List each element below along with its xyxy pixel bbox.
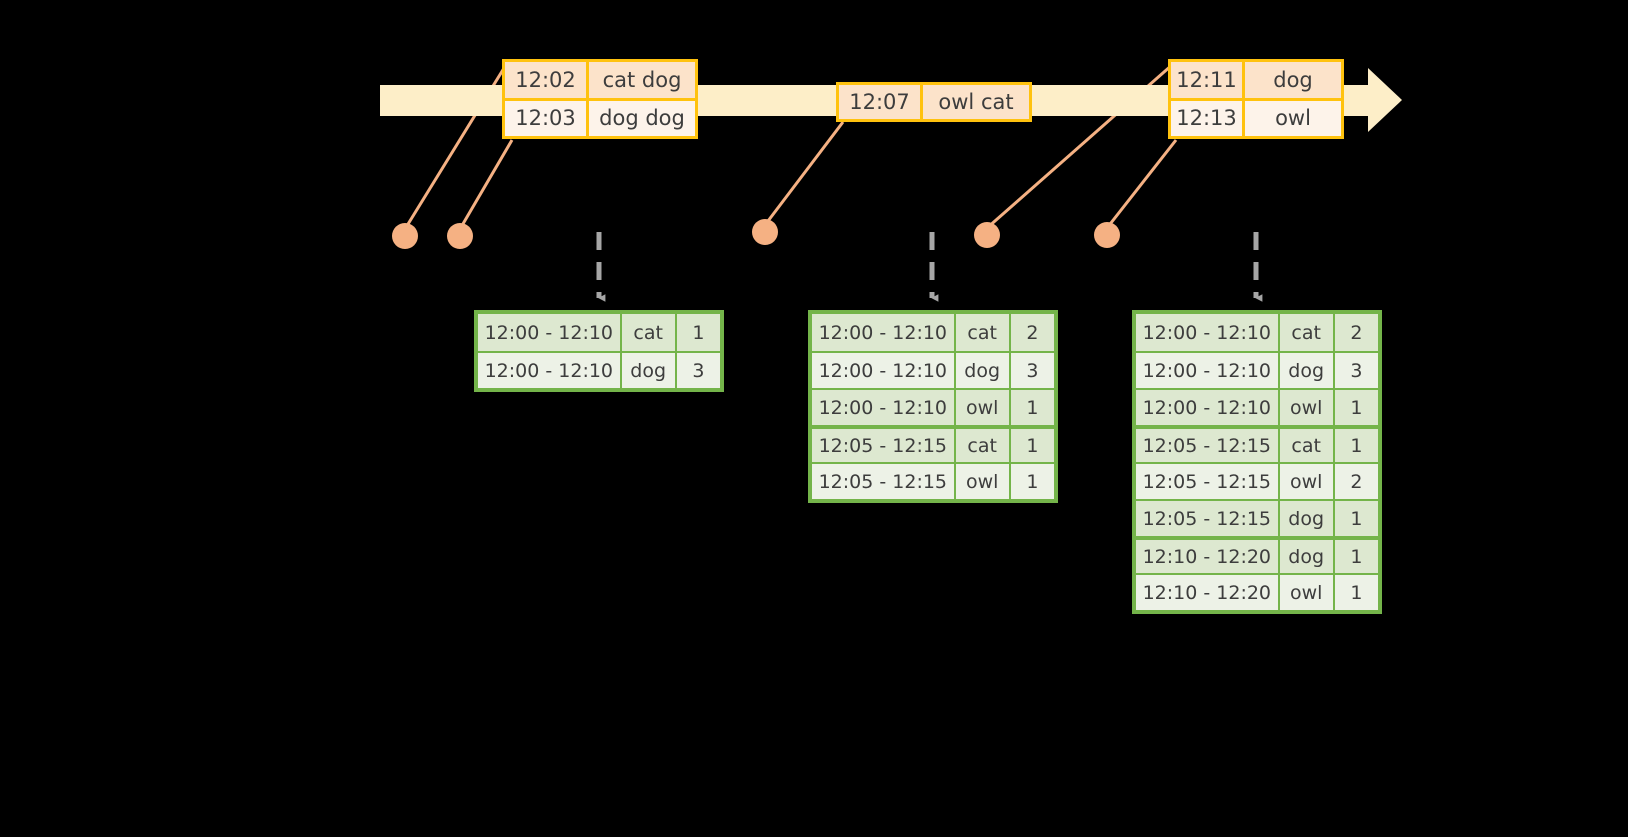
dot-2[interactable] xyxy=(447,223,473,249)
cell-window: 12:00 - 12:10 xyxy=(1136,390,1280,425)
cell-count: 1 xyxy=(692,321,705,344)
cell-count: 1 xyxy=(1350,434,1363,457)
cell-key: owl xyxy=(1280,390,1335,425)
connector-line-3 xyxy=(763,121,845,226)
cell-count: 2 xyxy=(1350,470,1363,493)
cell-window: 12:05 - 12:15 xyxy=(812,464,956,499)
event-box-1[interactable]: 12:02 cat dog 12:03 dog dog xyxy=(502,59,698,139)
cell-count: 1 xyxy=(1026,396,1039,419)
dot-1[interactable] xyxy=(392,223,418,249)
event-row: 12:11 dog xyxy=(1171,62,1341,98)
connector-line-5 xyxy=(1105,139,1178,229)
event-time: 12:03 xyxy=(505,100,589,136)
cell-key: dog xyxy=(1280,501,1335,536)
event-time: 12:07 xyxy=(839,85,923,119)
emission-arrows xyxy=(596,232,1263,302)
cell-key: owl xyxy=(1280,575,1335,610)
cell-window: 12:00 - 12:10 xyxy=(812,390,956,425)
event-words: owl cat xyxy=(938,90,1014,114)
cell-count: 3 xyxy=(1350,359,1363,382)
cell-window: 12:10 - 12:20 xyxy=(1136,540,1280,573)
cell-window: 12:00 - 12:10 xyxy=(478,353,622,388)
cell-key: owl xyxy=(1280,464,1335,499)
event-row: 12:02 cat dog xyxy=(505,62,695,98)
cell-window: 12:00 - 12:10 xyxy=(812,353,956,388)
event-time: 12:02 xyxy=(505,62,589,98)
event-row: 12:03 dog dog xyxy=(505,97,695,136)
dot-4[interactable] xyxy=(974,222,1000,248)
cell-window: 12:00 - 12:10 xyxy=(1136,314,1280,351)
connector-line-2 xyxy=(458,139,514,230)
dot-3[interactable] xyxy=(752,219,778,245)
timeline-arrowhead-icon xyxy=(1368,68,1402,132)
cell-key: dog xyxy=(622,353,677,388)
event-box-2[interactable]: 12:07 owl cat xyxy=(836,82,1032,122)
event-words: dog xyxy=(1273,67,1313,92)
cell-count: 2 xyxy=(1350,321,1363,344)
event-row: 12:13 owl xyxy=(1171,97,1341,136)
event-box-3[interactable]: 12:11 dog 12:13 owl xyxy=(1168,59,1344,139)
cell-count: 1 xyxy=(1350,507,1363,530)
cell-key: dog xyxy=(1280,353,1335,388)
event-time: 12:11 xyxy=(1171,62,1245,98)
cell-count: 3 xyxy=(692,359,705,382)
event-row: 12:07 owl cat xyxy=(839,85,1029,119)
cell-window: 12:05 - 12:15 xyxy=(1136,464,1280,499)
cell-window: 12:00 - 12:10 xyxy=(478,314,622,351)
event-words: cat dog xyxy=(602,67,682,92)
cell-count: 1 xyxy=(1350,396,1363,419)
cell-count: 1 xyxy=(1026,470,1039,493)
cell-count: 3 xyxy=(1026,359,1039,382)
cell-key: cat xyxy=(622,314,677,351)
event-words: owl xyxy=(1275,106,1311,131)
event-time: 12:13 xyxy=(1171,100,1245,136)
cell-key: owl xyxy=(956,390,1011,425)
cell-key: dog xyxy=(956,353,1011,388)
cell-key: cat xyxy=(1280,429,1335,462)
dot-5[interactable] xyxy=(1094,222,1120,248)
cell-count: 2 xyxy=(1026,321,1039,344)
cell-count: 1 xyxy=(1350,545,1363,568)
cell-window: 12:00 - 12:10 xyxy=(1136,353,1280,388)
cell-window: 12:05 - 12:15 xyxy=(1136,429,1280,462)
cell-key: cat xyxy=(956,429,1011,462)
cell-window: 12:00 - 12:10 xyxy=(812,314,956,351)
cell-key: dog xyxy=(1280,540,1335,573)
cell-window: 12:05 - 12:15 xyxy=(812,429,956,462)
cell-key: cat xyxy=(956,314,1011,351)
cell-count: 1 xyxy=(1350,581,1363,604)
event-words: dog dog xyxy=(599,106,685,131)
cell-count: 1 xyxy=(1026,434,1039,457)
cell-key: cat xyxy=(1280,314,1335,351)
cell-key: owl xyxy=(956,464,1011,499)
cell-window: 12:10 - 12:20 xyxy=(1136,575,1280,610)
cell-window: 12:05 - 12:15 xyxy=(1136,501,1280,536)
